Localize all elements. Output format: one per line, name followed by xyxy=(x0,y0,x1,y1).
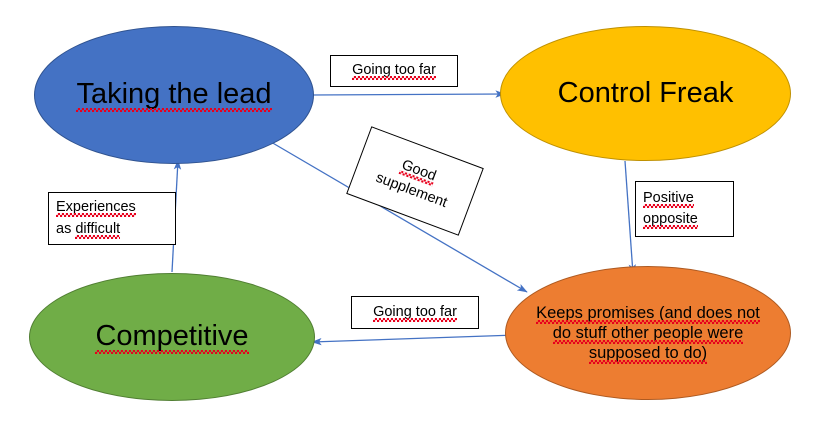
edge-label-line: Going too far xyxy=(352,62,436,79)
edge-label-line: opposite xyxy=(643,211,698,227)
edge-label-positive-opposite[interactable]: Positive opposite xyxy=(635,181,734,237)
node-competitive[interactable]: Competitive xyxy=(29,273,315,401)
node-keeps-promises-label: Keeps promises (and does not do stuff ot… xyxy=(536,303,760,363)
node-taking-the-lead[interactable]: Taking the lead xyxy=(34,26,314,164)
edge-taking-the-lead-to-control-freak xyxy=(311,90,506,98)
node-competitive-label: Competitive xyxy=(95,320,249,353)
edge-taking-the-lead-to-keeps-promises xyxy=(270,141,528,293)
edge-control-freak-to-keeps-promises xyxy=(624,160,637,275)
edge-label-experiences-as-difficult[interactable]: Experiences as difficult xyxy=(48,192,176,245)
edge-label-line: as difficult xyxy=(56,220,121,237)
edge-keeps-promises-to-competitive xyxy=(311,334,518,346)
edge-label-going-too-far-top[interactable]: Going too far xyxy=(330,55,458,87)
edge-label-line: Positive xyxy=(643,189,694,206)
node-keeps-promises[interactable]: Keeps promises (and does not do stuff ot… xyxy=(505,266,791,400)
node-control-freak[interactable]: Control Freak xyxy=(500,26,791,161)
node-taking-the-lead-label: Taking the lead xyxy=(76,78,272,111)
node-control-freak-label: Control Freak xyxy=(557,76,734,109)
edge-label-line: Going too far xyxy=(373,303,457,320)
edge-label-line: Experiences xyxy=(56,199,136,216)
edge-label-going-too-far-bottom[interactable]: Going too far xyxy=(351,296,479,329)
